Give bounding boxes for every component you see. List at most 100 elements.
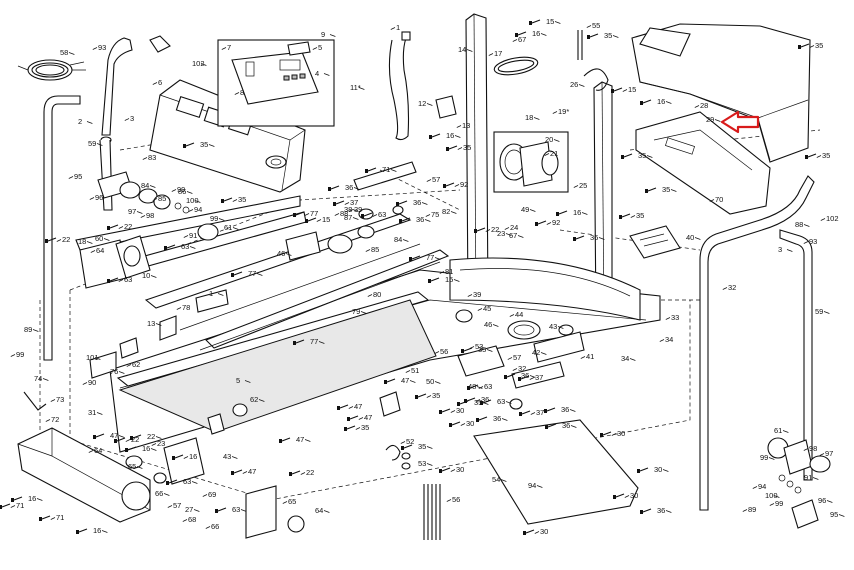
leader-line <box>782 430 789 433</box>
leader-line <box>450 211 457 214</box>
leader-line <box>360 311 367 314</box>
leader-line <box>231 456 238 459</box>
callout-label: 66 <box>211 522 219 531</box>
motor-hood <box>631 23 811 163</box>
callout-label: 45 <box>483 304 491 313</box>
leader-line <box>629 358 636 361</box>
leader-line <box>467 294 473 297</box>
leader-line <box>140 215 146 218</box>
leader-line <box>221 47 227 50</box>
callout-label: 24 <box>510 223 518 232</box>
callout-label: 59 <box>815 307 823 316</box>
leader-line <box>56 239 62 242</box>
callout-label: 65 <box>128 462 136 471</box>
leader-line <box>773 495 780 498</box>
leader-line <box>803 224 810 227</box>
callout-label: 4 <box>315 69 319 78</box>
leader-line <box>823 311 830 314</box>
callout-label: 37 <box>536 408 544 417</box>
leader-line <box>176 307 182 310</box>
front-roller-parts <box>97 171 219 241</box>
callout-label: 92 <box>552 218 560 227</box>
leader-line <box>240 509 247 512</box>
leader-line <box>358 87 365 90</box>
callout-label: 35 <box>604 31 612 40</box>
callout-label: 35 <box>636 211 644 220</box>
callout-label: 55 <box>592 21 600 30</box>
allen-wrench <box>23 391 47 411</box>
leader-line <box>460 423 466 426</box>
callout-label: 35 <box>463 143 471 152</box>
leader-line <box>409 380 416 383</box>
cable-bundle <box>17 59 86 81</box>
leader-line <box>285 253 292 256</box>
leader-line <box>200 63 207 66</box>
leader-line <box>405 370 411 373</box>
callout-label: 37 <box>350 198 358 207</box>
base-frame-curve <box>449 257 641 321</box>
callout-label: 22 <box>306 468 314 477</box>
callout-label: 99 <box>177 185 185 194</box>
callout-label: 34 <box>621 354 629 363</box>
leader-line <box>665 510 672 513</box>
leader-line <box>450 469 456 472</box>
callout-label: 69 <box>208 490 216 499</box>
callout-label: 46 <box>277 249 285 258</box>
callout-label: 57 <box>513 353 521 362</box>
leader-line <box>544 153 550 156</box>
callout-label: 36 <box>345 183 353 192</box>
console-overlay-inset <box>217 39 335 127</box>
leader-line <box>282 501 288 504</box>
screw-icon <box>93 433 105 439</box>
callout-label: 63 <box>181 242 189 251</box>
screw-icon <box>76 528 88 534</box>
leader-line <box>344 202 350 205</box>
leader-line <box>316 219 322 222</box>
leader-line <box>334 213 340 216</box>
leader-line <box>486 349 493 352</box>
callout-label: 77 <box>310 337 318 346</box>
callout-label: 13 <box>147 319 155 328</box>
screw-icon <box>279 437 291 443</box>
leader-line <box>819 453 825 456</box>
callout-label: 27 <box>185 505 193 514</box>
leader-line <box>534 531 540 534</box>
screw-icon <box>449 421 461 427</box>
leader-line <box>505 401 512 404</box>
callout-label: 47 <box>354 402 362 411</box>
leader-line <box>485 229 491 232</box>
leader-line <box>150 448 157 451</box>
upper-cable <box>577 30 609 91</box>
leader-line <box>390 27 396 30</box>
callout-label: 16 <box>93 526 101 535</box>
callout-label: 35 <box>478 345 486 354</box>
leader-line <box>118 435 125 438</box>
motor-assembly-inset <box>493 131 569 193</box>
callout-label: 8 <box>240 88 244 97</box>
leader-line <box>118 279 124 282</box>
callout-label: 36 <box>657 506 665 515</box>
leader-line <box>624 495 630 498</box>
callout-label: 5 <box>236 376 240 385</box>
callout-label: 15 <box>546 17 554 26</box>
leader-line <box>258 399 265 402</box>
callout-label: 32 <box>728 283 736 292</box>
callout-label: 51 <box>411 366 419 375</box>
callout-label: 30 <box>630 491 638 500</box>
callout-label: 62 <box>250 395 258 404</box>
callout-label: 30 <box>540 527 548 536</box>
leader-line <box>475 399 481 402</box>
leader-line <box>450 410 456 413</box>
callout-label: 36 <box>562 421 570 430</box>
callout-label: 22 <box>131 435 139 444</box>
leader-line <box>86 121 93 124</box>
leader-line <box>469 346 475 349</box>
leader-line <box>82 382 88 385</box>
leader-line <box>189 246 196 249</box>
leader-line <box>553 139 560 142</box>
callout-label: 95 <box>830 510 838 519</box>
leader-line <box>426 446 433 449</box>
leader-line <box>530 412 536 415</box>
screw-icon <box>293 339 305 345</box>
